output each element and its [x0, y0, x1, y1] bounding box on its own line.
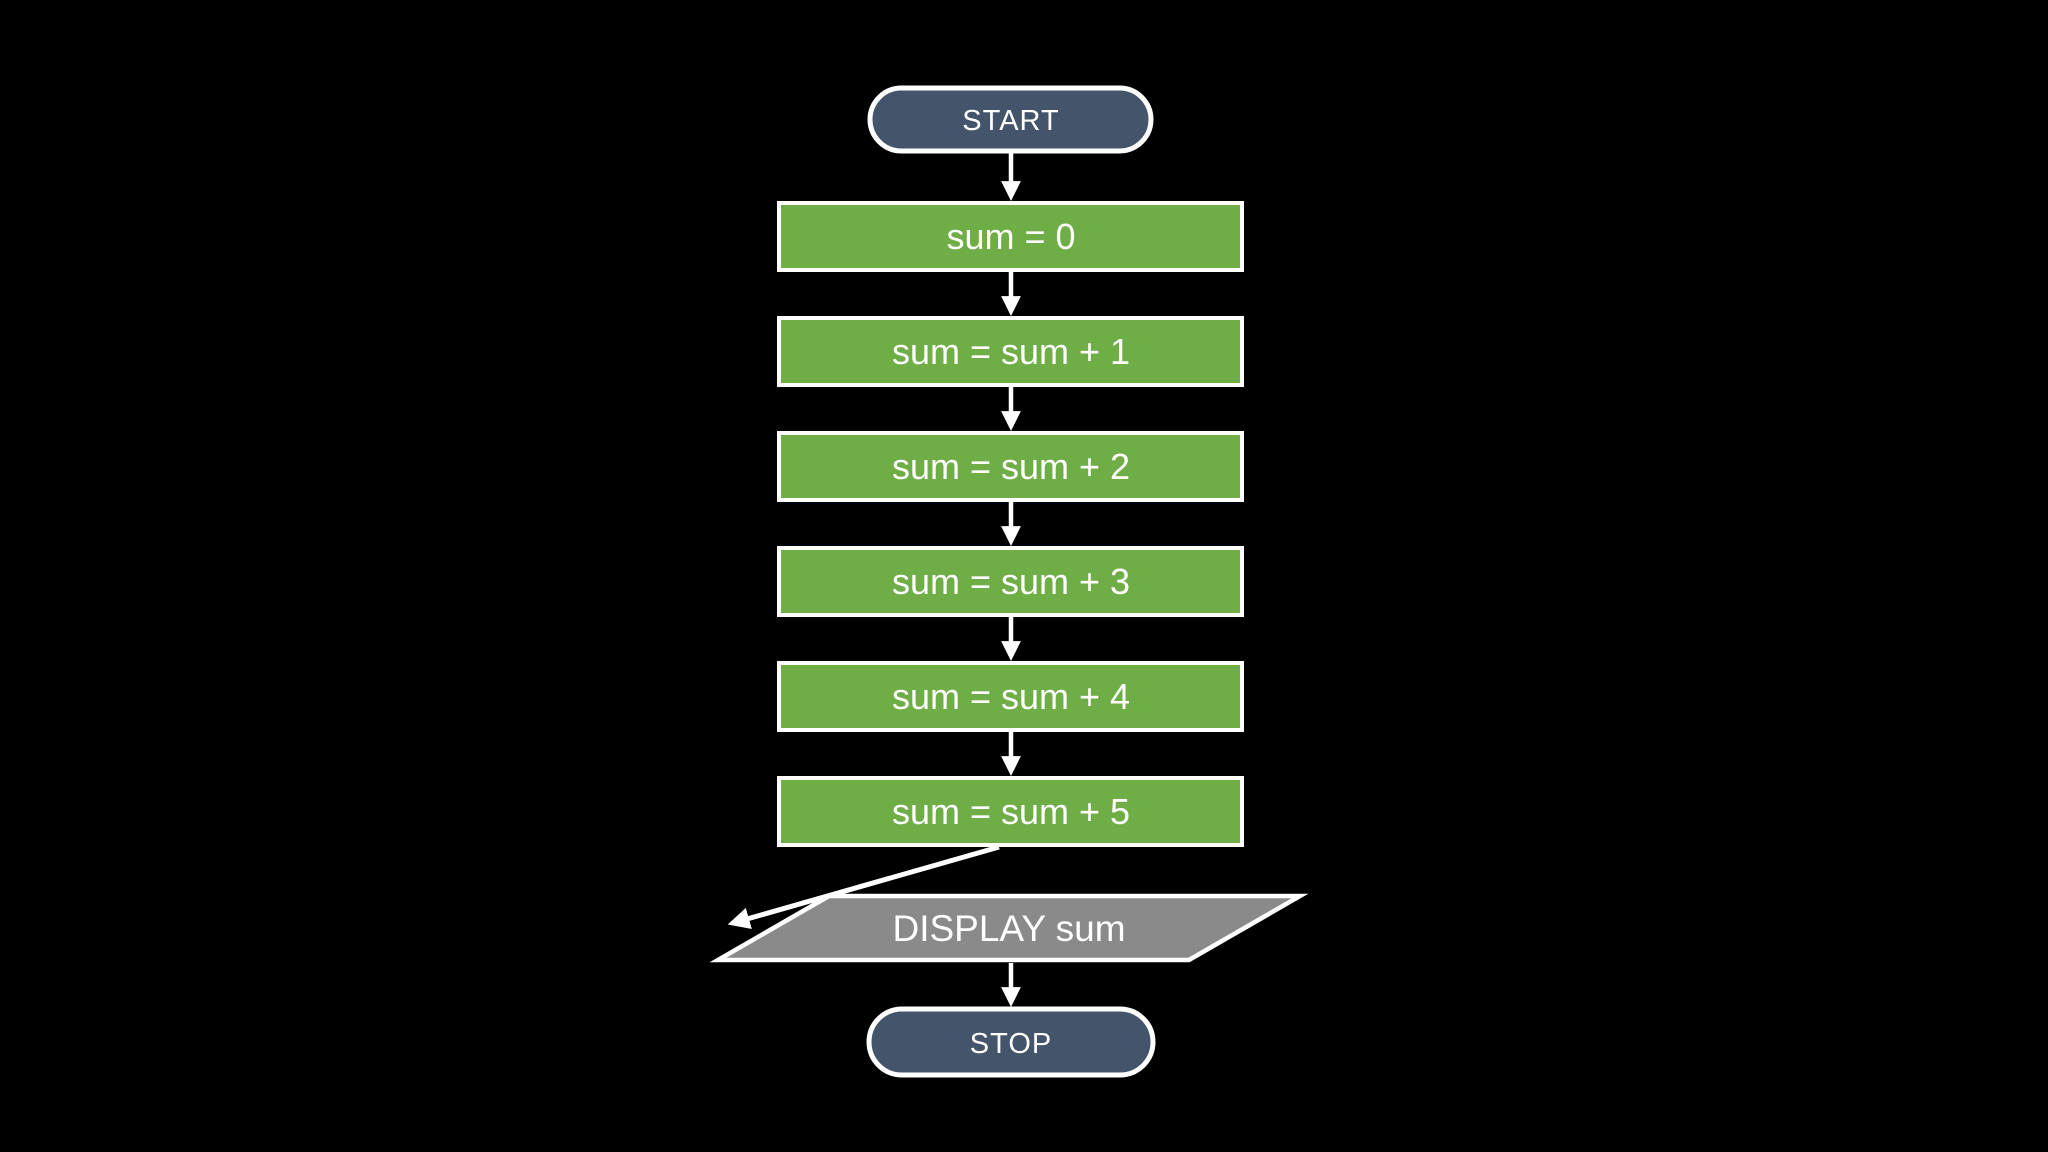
node-step6: sum = sum + 5	[777, 776, 1244, 847]
step6-label: sum = sum + 5	[892, 791, 1130, 832]
node-start: START	[867, 85, 1154, 154]
step5-process-shape	[777, 661, 1244, 732]
step4-process-shape	[777, 546, 1244, 617]
step2-label: sum = sum + 1	[892, 331, 1130, 372]
output-label: DISPLAY sum	[892, 908, 1125, 949]
node-step2: sum = sum + 1	[777, 316, 1244, 387]
start-terminator-shape	[867, 85, 1154, 154]
step1-process-shape	[777, 201, 1244, 272]
node-step4: sum = sum + 3	[777, 546, 1244, 617]
node-step3: sum = sum + 2	[777, 431, 1244, 502]
step3-label: sum = sum + 2	[892, 446, 1130, 487]
step1-label: sum = 0	[946, 216, 1075, 257]
node-step5: sum = sum + 4	[777, 661, 1244, 732]
start-label: START	[962, 105, 1059, 137]
stop-terminator-shape	[866, 1006, 1156, 1078]
output-io-shape	[709, 893, 1309, 963]
node-stop: STOP	[866, 1006, 1156, 1078]
step3-process-shape	[777, 431, 1244, 502]
stop-label: STOP	[970, 1028, 1052, 1060]
step4-label: sum = sum + 3	[892, 561, 1130, 602]
connector-step6-to-output	[727, 844, 1000, 930]
node-output: DISPLAY sum	[709, 893, 1309, 963]
step5-label: sum = sum + 4	[892, 676, 1130, 717]
step6-process-shape	[777, 776, 1244, 847]
step2-process-shape	[777, 316, 1244, 387]
node-step1: sum = 0	[777, 201, 1244, 272]
